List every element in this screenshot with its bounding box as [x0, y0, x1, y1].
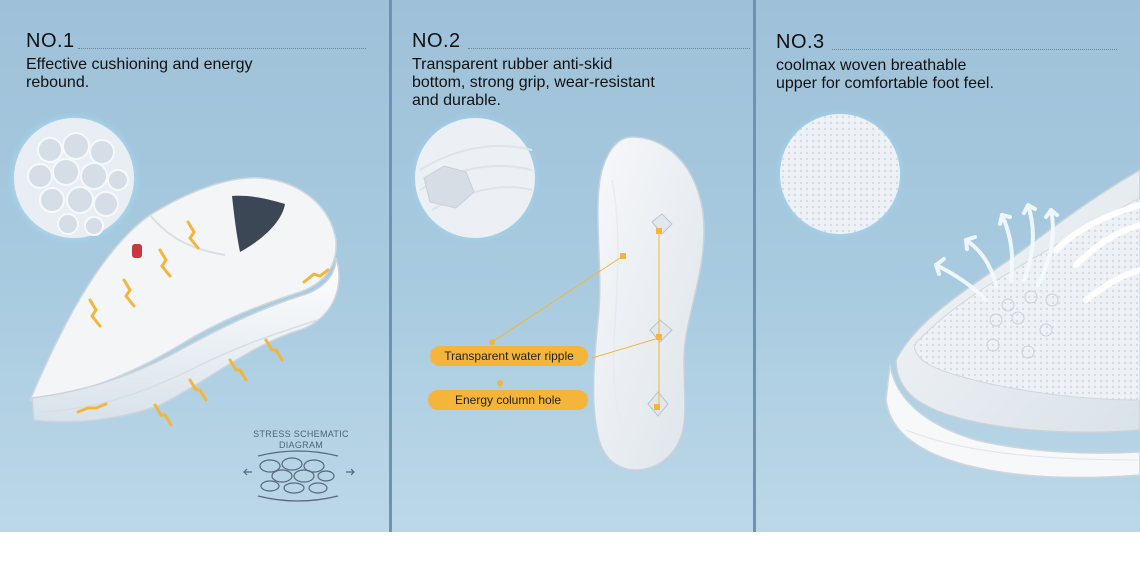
feature-2-rule	[468, 48, 750, 49]
feature-2-number: NO.2	[412, 30, 461, 52]
stress-schematic-caption: STRESS SCHEMATIC DIAGRAM	[253, 429, 349, 450]
stress-schematic-icon	[243, 450, 355, 502]
panel-cushioning: NO.1 Effective cushioning and energy reb…	[0, 0, 389, 532]
feature-1-rule	[78, 48, 366, 49]
bottom-margin	[0, 532, 1140, 582]
feature-1-description: Effective cushioning and energy rebound.	[26, 56, 253, 91]
air-flow-arrows	[934, 203, 1059, 302]
feature-3-number: NO.3	[776, 31, 825, 53]
feature-3-rule	[832, 49, 1117, 50]
sneaker-toe-icon	[885, 169, 1140, 479]
feature-3-description: coolmax woven breathable upper for comfo…	[776, 57, 994, 92]
stress-arrows	[76, 220, 330, 427]
mesh-texture-icon	[774, 108, 906, 240]
tag-water-ripple: Transparent water ripple	[430, 346, 588, 366]
panel-outsole: NO.2 Transparent rubber anti-skid bottom…	[392, 0, 753, 532]
breathable-upper-illustration	[774, 108, 1140, 479]
panel-divider	[389, 0, 392, 532]
rubber-texture-icon	[409, 112, 541, 244]
panel-divider	[753, 0, 756, 532]
foam-texture-icon	[6, 110, 142, 246]
tag-energy-column: Energy column hole	[428, 390, 588, 410]
outsole-illustration	[409, 112, 705, 471]
feature-panels: NO.1 Effective cushioning and energy reb…	[0, 0, 1140, 532]
feature-2-description: Transparent rubber anti-skid bottom, str…	[412, 56, 655, 109]
outsole-icon	[592, 136, 705, 471]
cushioning-shoe-illustration	[6, 110, 355, 502]
panel-upper: NO.3 coolmax woven breathable upper for …	[756, 0, 1140, 532]
feature-1-number: NO.1	[26, 30, 75, 52]
